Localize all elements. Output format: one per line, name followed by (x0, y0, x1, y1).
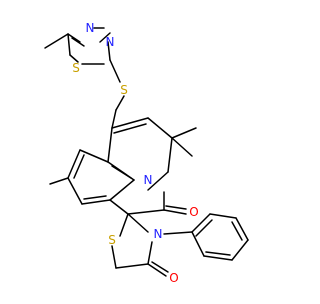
bond (73, 154, 85, 179)
bond (119, 213, 129, 237)
atom-label-s: S (120, 83, 128, 97)
bond (203, 255, 233, 261)
bond (109, 59, 121, 83)
atom-label-s: S (72, 61, 80, 75)
bond (115, 263, 149, 269)
bond (171, 127, 197, 139)
atom-label-n: N (144, 173, 153, 187)
atom-label-s: S (108, 233, 116, 247)
bond (99, 32, 111, 43)
bond (111, 109, 117, 129)
bond (127, 213, 149, 233)
molecule-canvas: N N S S N O S N O (44, 21, 249, 285)
bond (113, 123, 147, 134)
bond (171, 137, 193, 157)
bond (107, 41, 111, 61)
bond (69, 54, 79, 63)
bond (111, 165, 132, 179)
bond (111, 245, 117, 269)
bond (67, 177, 83, 205)
bond (147, 263, 167, 277)
atom-label-o: O (189, 205, 198, 219)
bond (67, 149, 81, 179)
bond (151, 261, 169, 273)
phenyl-ring (163, 213, 249, 261)
bond (231, 239, 249, 261)
thiazolidinone-ring (111, 213, 169, 277)
bond (44, 33, 69, 49)
bond (163, 209, 187, 215)
bond (49, 177, 69, 185)
bond (67, 33, 71, 56)
fused-ring-system (49, 117, 197, 215)
bond (127, 209, 165, 215)
bond (235, 217, 249, 241)
bond (191, 213, 211, 233)
atom-label-n: N (106, 35, 115, 49)
bond (71, 37, 85, 47)
bond (81, 199, 111, 205)
bond (67, 33, 81, 43)
bond (165, 205, 187, 210)
atom-label-o: O (169, 271, 178, 285)
bond (147, 117, 173, 139)
bond (147, 241, 153, 265)
bond (107, 127, 113, 163)
bond (83, 195, 107, 200)
atom-label-n: N (86, 21, 95, 35)
bond (109, 179, 135, 201)
thioether-linker (109, 59, 125, 129)
bond (147, 171, 169, 191)
atom-label-n: N (154, 227, 163, 241)
thiadiazole-ring (44, 27, 111, 65)
bond (111, 117, 149, 129)
bond (167, 137, 173, 173)
molecule-structure: N N S S N O S N O (44, 21, 249, 285)
bond (195, 219, 213, 237)
bond (191, 231, 205, 257)
bond (209, 213, 237, 219)
bond (231, 221, 243, 241)
bond (205, 251, 231, 256)
bond (109, 199, 129, 215)
bond (163, 231, 193, 235)
bond (115, 95, 125, 111)
bond (79, 149, 109, 163)
